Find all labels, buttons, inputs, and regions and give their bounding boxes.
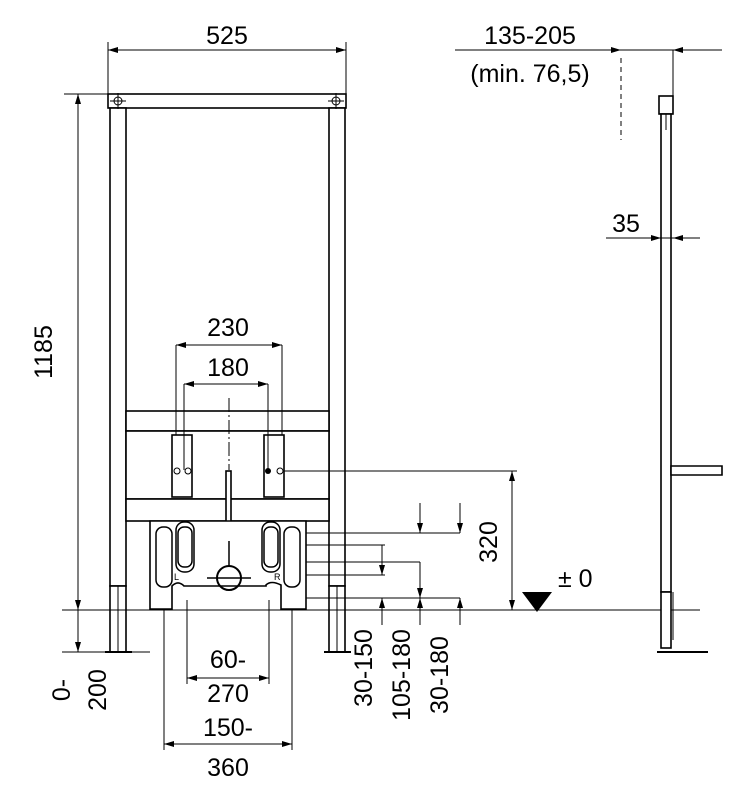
right-bracket [263, 434, 285, 498]
dim-foot-range: 150- 360 [163, 610, 293, 782]
foot-range-top-label: 150- [203, 714, 253, 742]
outlet-height-label: 320 [475, 521, 503, 563]
dim-outlet-height: 320 [284, 470, 517, 610]
right-connection-mark: R [274, 572, 281, 582]
left-bolt-2 [184, 467, 192, 475]
right-connector-b [283, 526, 301, 588]
side-view [620, 50, 723, 653]
depth-min-label: (min. 76,5) [470, 60, 589, 88]
side-profile [660, 113, 672, 593]
left-upright [109, 107, 127, 587]
offset-reference-lines [306, 503, 463, 625]
floor-level-triangle [522, 592, 552, 612]
frame-width-label: 525 [206, 22, 248, 50]
total-height-label: 1185 [30, 325, 58, 379]
dim-total-height: 1185 [30, 93, 108, 610]
depth-label: 135-205 [484, 22, 576, 50]
left-connector-a [155, 526, 173, 588]
inner-spacing-label: 180 [207, 354, 249, 382]
right-bolt-2 [276, 467, 284, 475]
left-bracket [171, 434, 193, 498]
outlet-range-bottom-label: 270 [207, 680, 249, 708]
dim-spacing: 230 180 [175, 314, 283, 470]
top-crossbar [107, 93, 347, 109]
dim-floor-offset: 0- 200 [48, 610, 150, 711]
dim-frame-width: 525 [107, 22, 347, 94]
side-bracket [670, 465, 723, 476]
right-upright [328, 107, 346, 587]
floor-level-label: ± 0 [558, 565, 593, 593]
offset-3-label: 30-180 [426, 636, 454, 714]
side-top-cap [658, 95, 674, 115]
floor-level-marker: ± 0 [522, 565, 593, 612]
side-foot [660, 591, 672, 649]
dim-outlet-range: 60- 270 [186, 600, 270, 708]
front-frame: L R [105, 93, 351, 653]
left-connector-b [175, 521, 195, 573]
profile-depth-label: 35 [612, 210, 640, 238]
outer-spacing-label: 230 [207, 314, 249, 342]
plumbing-body [149, 520, 307, 610]
floor-offset-top-label: 0- [48, 679, 76, 701]
dim-depth: 135-205 (min. 76,5) [455, 22, 722, 88]
floor-offset-bottom-label: 200 [84, 669, 112, 711]
left-bolt-1 [173, 467, 181, 475]
left-connection-mark: L [174, 572, 179, 582]
offset-1-label: 30-150 [350, 629, 378, 707]
foot-range-bottom-label: 360 [207, 754, 249, 782]
dim-profile-depth: 35 [606, 210, 700, 241]
right-bolt-1 [265, 468, 271, 474]
upper-panel [125, 410, 330, 432]
outlet-range-top-label: 60- [210, 646, 246, 674]
offset-2-label: 105-180 [388, 629, 416, 721]
right-connector-a [261, 521, 281, 573]
